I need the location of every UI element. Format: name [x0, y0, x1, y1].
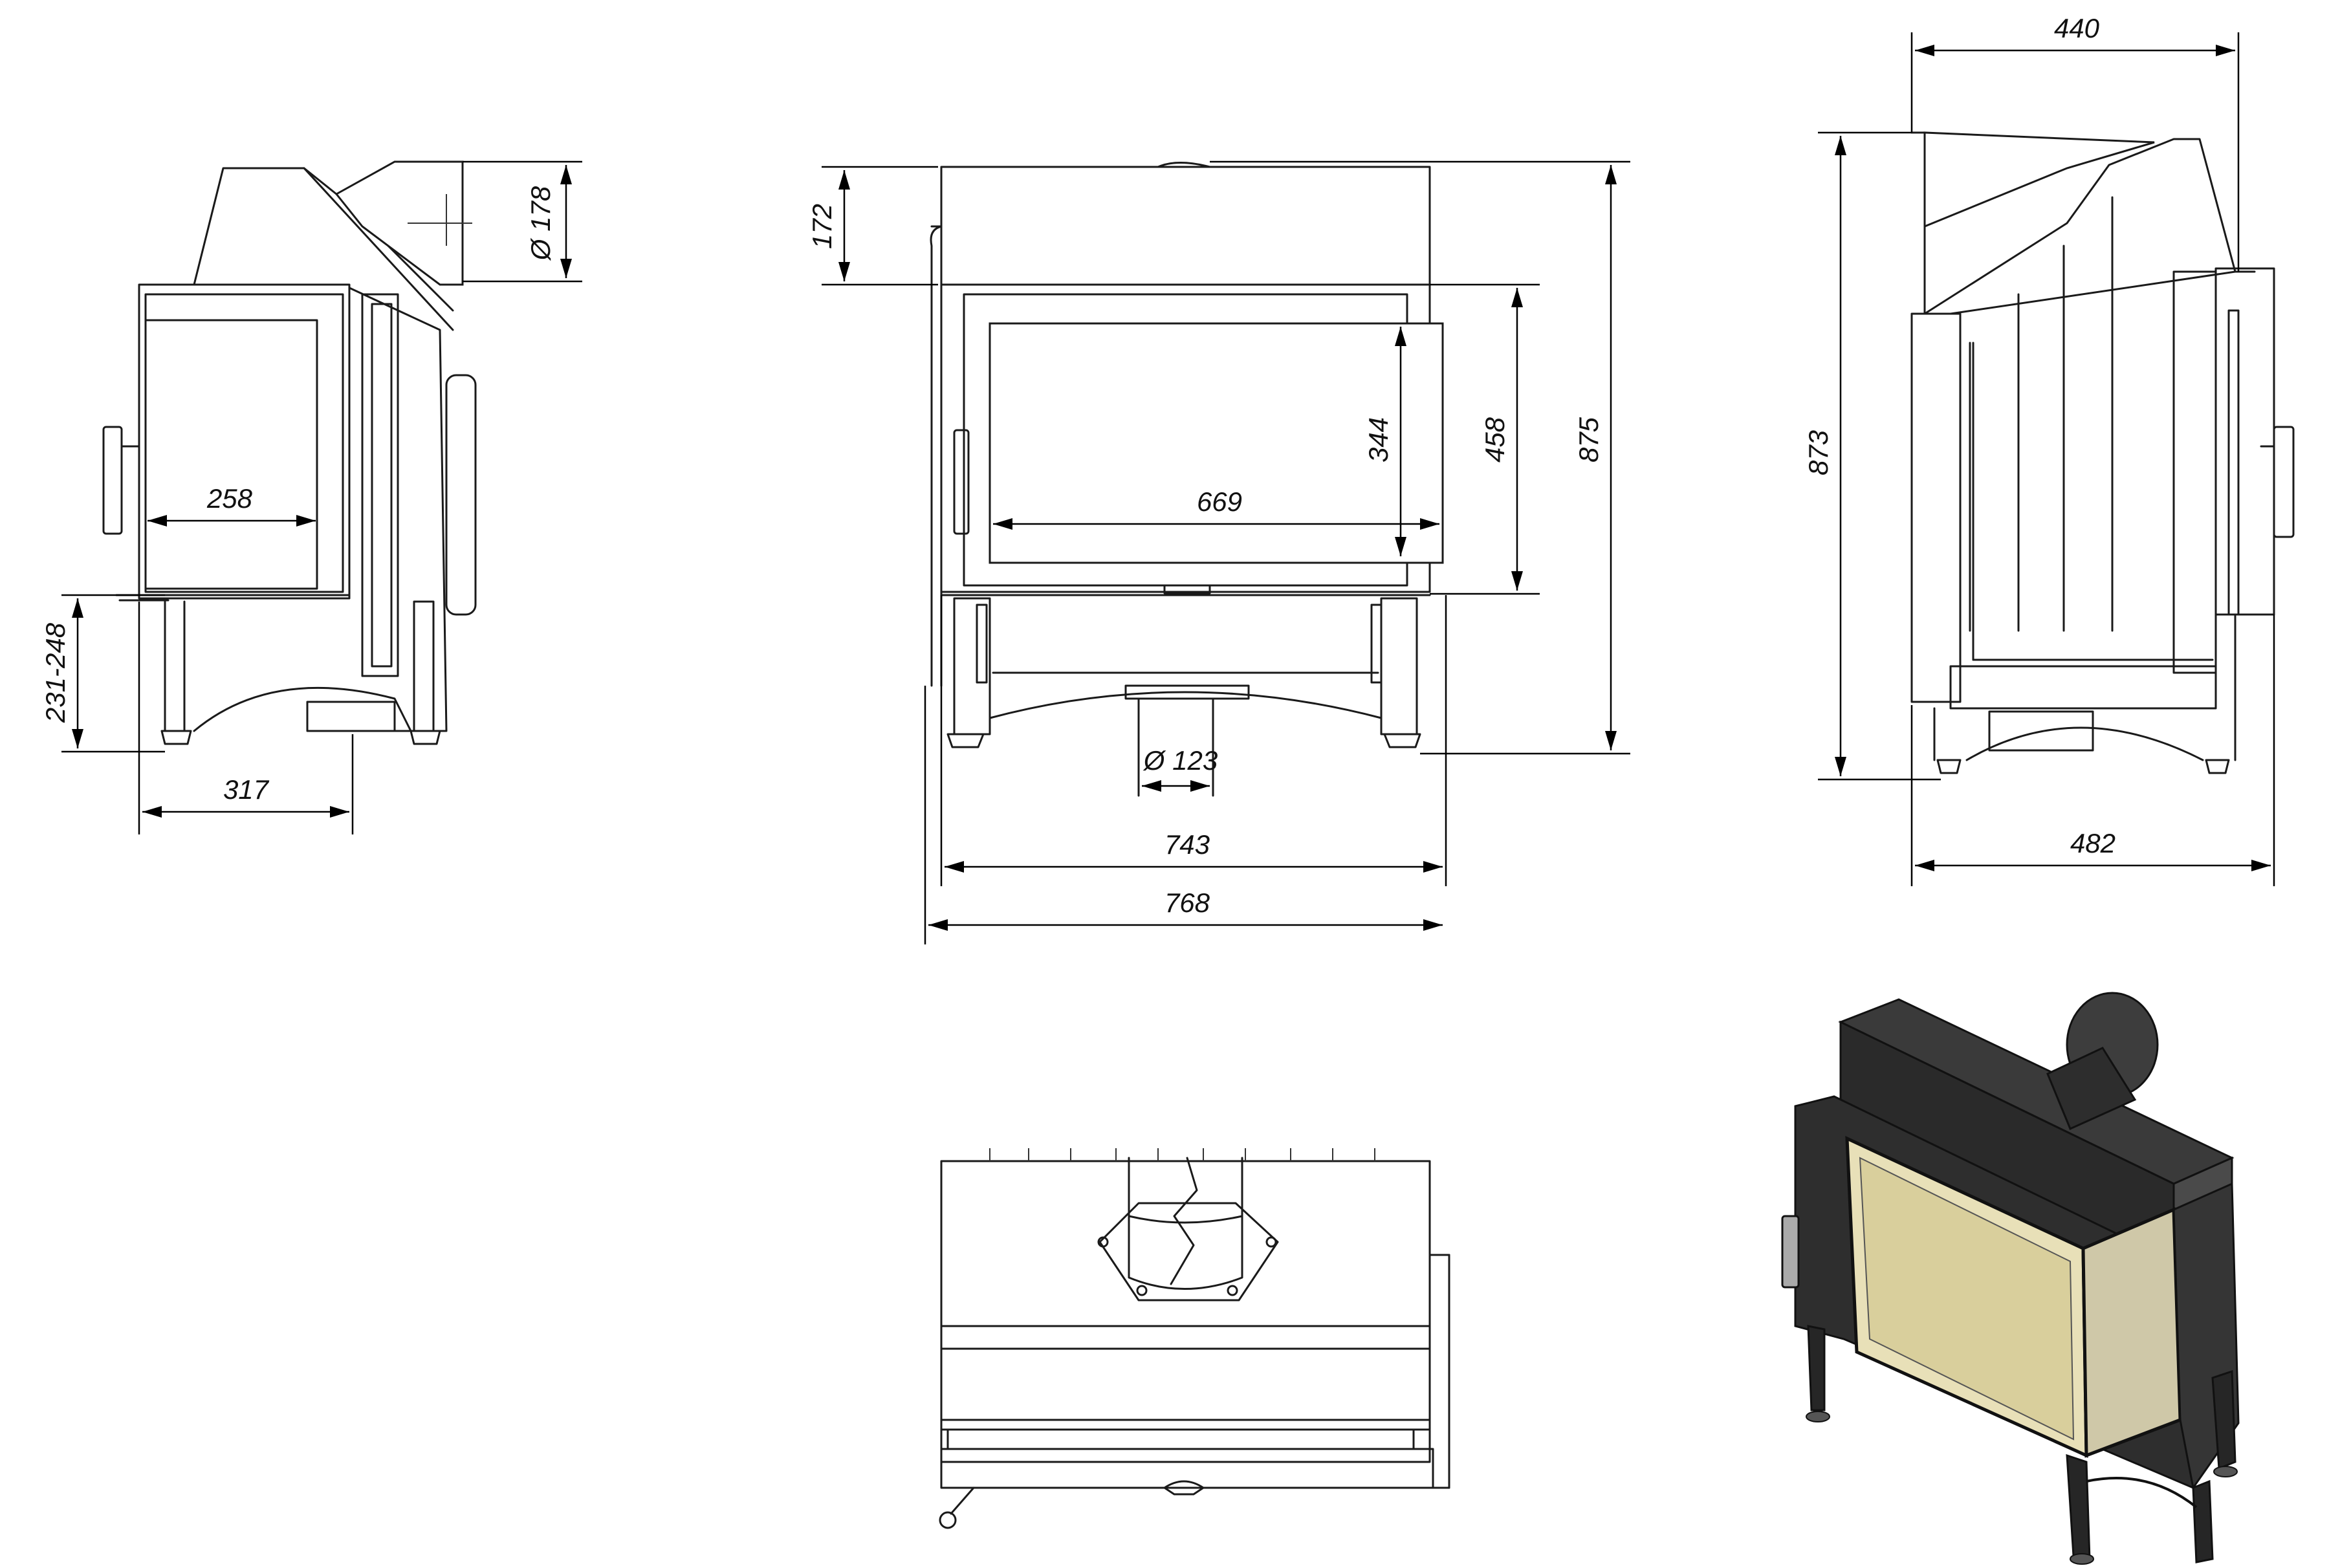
side-right-dimensions: 440 873 482: [1803, 13, 2275, 886]
front-view: [930, 162, 1444, 797]
dim-total-depth: 482: [2070, 828, 2116, 858]
dim-total-height-side: 873: [1803, 430, 1833, 475]
dim-depth: 317: [223, 774, 270, 805]
dim-total-height: 875: [1573, 417, 1604, 463]
dim-glass-height: 344: [1363, 417, 1394, 463]
dim-flue-diameter: Ø 178: [525, 186, 556, 261]
side-left-dimensions: Ø 178 258 231-248 317: [40, 160, 582, 834]
dim-leg-height: 231-248: [40, 622, 71, 723]
dim-air-inlet: Ø 123: [1143, 745, 1218, 776]
front-dimensions: 172 344 458 875 669 Ø 123 743 768: [807, 160, 1630, 944]
side-view-left: [102, 160, 477, 745]
side-view-right: [1910, 131, 2295, 774]
isometric-render: [1781, 992, 2240, 1565]
dim-width-total: 768: [1164, 887, 1210, 918]
dim-top-height: 172: [807, 204, 837, 249]
dim-glass-width-front: 669: [1197, 486, 1242, 517]
dim-glass-width: 258: [206, 483, 253, 514]
dim-width-body: 743: [1164, 829, 1210, 860]
top-view: [939, 1148, 1450, 1529]
dim-door-height: 458: [1480, 417, 1510, 463]
dim-top-depth: 440: [2054, 13, 2100, 43]
